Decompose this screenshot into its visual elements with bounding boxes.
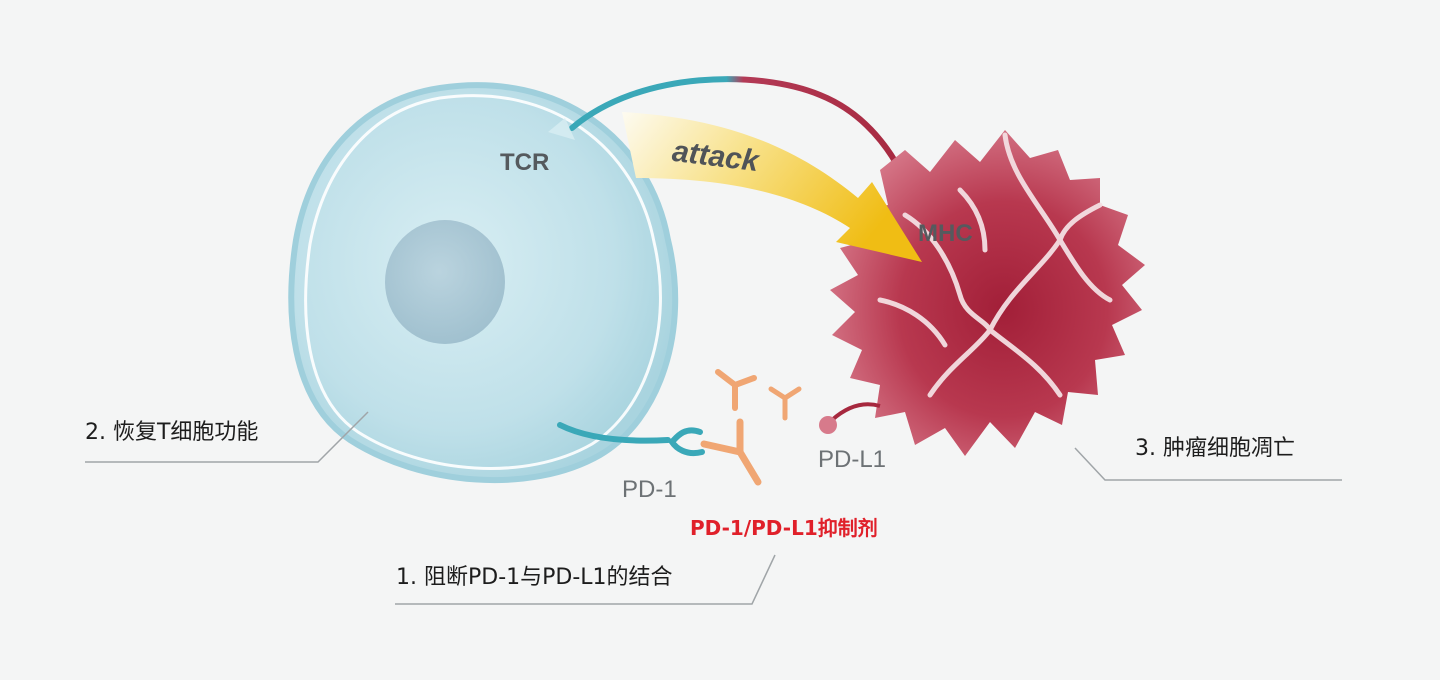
inhibitor-label: PD-1/PD-L1抑制剂 <box>690 516 878 540</box>
leader-block <box>395 554 776 605</box>
leader-restore <box>85 411 369 463</box>
leader-apoptosis <box>1074 447 1342 481</box>
mhc-label: MHC <box>918 220 973 247</box>
step-restore-label: 2. 恢复T细胞功能 <box>85 420 259 445</box>
attack-arrow <box>622 112 922 262</box>
tcr-label: TCR <box>500 149 550 176</box>
tumor-cell <box>819 130 1145 456</box>
nucleus <box>385 220 505 344</box>
pdl1-label: PD-L1 <box>818 446 887 473</box>
antibody-2 <box>768 386 802 421</box>
pd1-label: PD-1 <box>622 476 677 503</box>
tcr-mhc-link <box>569 76 918 208</box>
antibody-3 <box>700 418 762 486</box>
antibody-1 <box>715 369 757 411</box>
t-cell <box>288 82 679 484</box>
pdl1-receptor <box>819 416 837 434</box>
pd1-receptor <box>557 422 705 456</box>
step-block-label: 1. 阻断PD-1与PD-L1的结合 <box>396 565 673 590</box>
step-apoptosis-label: 3. 肿瘤细胞凋亡 <box>1135 436 1295 461</box>
